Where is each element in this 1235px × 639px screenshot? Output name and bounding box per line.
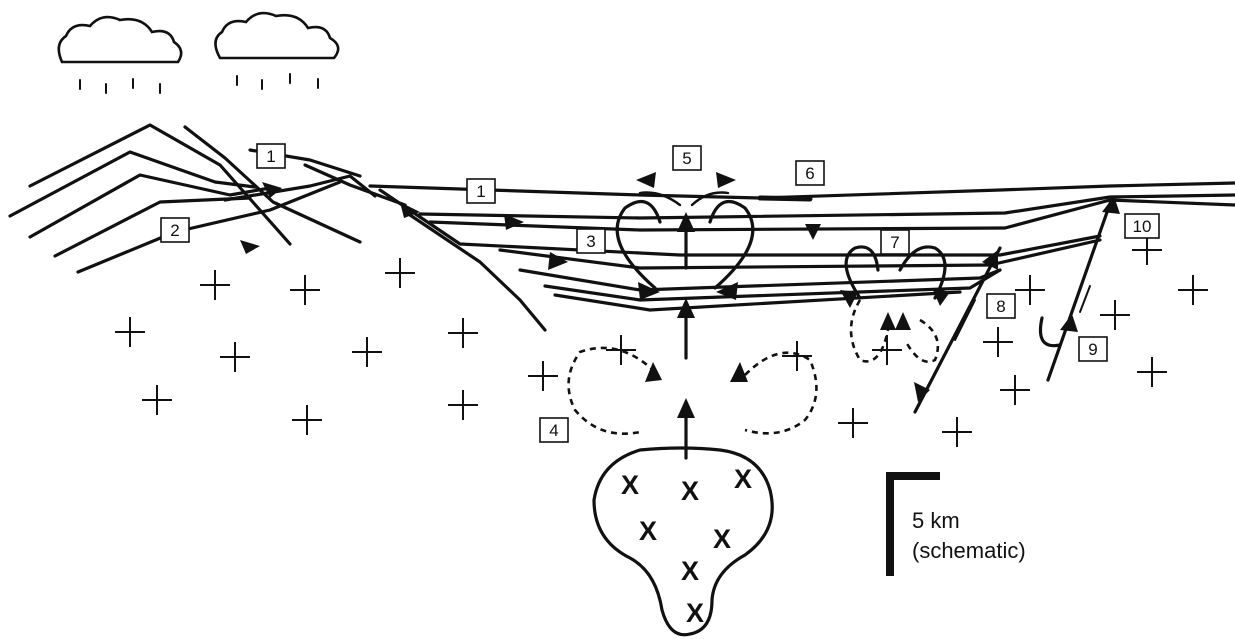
label-number: 1: [476, 182, 485, 201]
rain-clouds: [57, 11, 340, 94]
label-box: 5: [672, 145, 702, 171]
label-box: 4: [539, 417, 569, 443]
pluton-mark: X: [639, 516, 657, 546]
pluton-marks: X X X X X X X: [621, 464, 752, 628]
numbered-labels: 1 1 2 3 4 5 6 7 8 9 10: [160, 143, 1160, 443]
mountain-strata: [8, 123, 407, 274]
label-number: 4: [549, 421, 558, 440]
pluton-mark: X: [681, 556, 699, 586]
scale-note: (schematic): [912, 538, 1026, 563]
label-number: 7: [890, 233, 899, 252]
dashed-circulation: [567, 299, 940, 435]
label-box: 10: [1124, 213, 1160, 239]
pluton-mark: X: [713, 524, 731, 554]
label-number: 2: [170, 221, 179, 240]
faults: [913, 196, 1114, 414]
rain-icon: [79, 73, 319, 94]
pluton-mark: X: [734, 464, 752, 494]
pluton-mark: X: [681, 476, 699, 506]
label-number: 1: [266, 147, 275, 166]
label-box: 1: [466, 178, 496, 204]
label-number: 5: [682, 149, 691, 168]
label-box: 8: [986, 293, 1016, 319]
flow-arrows: [240, 172, 1120, 418]
scale-distance: 5 km: [912, 508, 960, 533]
label-number: 3: [586, 232, 595, 251]
label-number: 8: [996, 297, 1005, 316]
label-box: 6: [795, 160, 825, 186]
pluton-mark: X: [621, 470, 639, 500]
label-box: 3: [576, 228, 606, 254]
pluton: [592, 446, 774, 637]
label-number: 6: [805, 164, 814, 183]
label-box: 7: [880, 229, 910, 255]
pluton-mark: X: [686, 598, 704, 628]
cloud-icon: [214, 11, 340, 60]
cloud-icon: [57, 15, 183, 64]
label-number: 10: [1133, 217, 1152, 236]
label-box: 9: [1078, 336, 1108, 362]
basement-marks: [115, 235, 1208, 447]
basin-strata: [368, 181, 1235, 332]
label-box: 1: [256, 143, 286, 169]
scale-bar: [886, 472, 940, 576]
label-number: 9: [1088, 340, 1097, 359]
label-box: 2: [160, 217, 190, 243]
